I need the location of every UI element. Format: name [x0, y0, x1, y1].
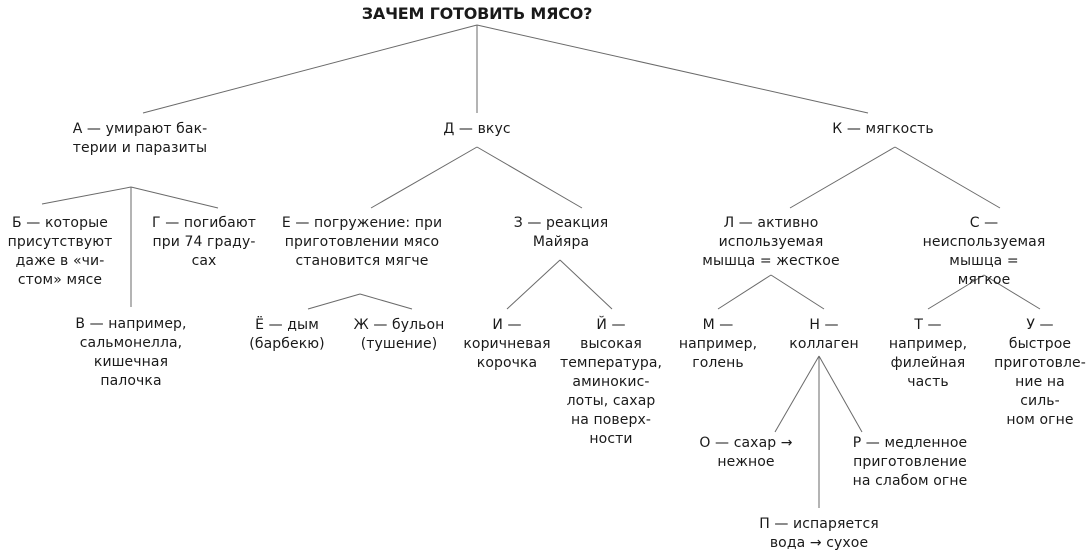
edge-n-r — [818, 355, 863, 433]
node-a: А — умирают бак- терии и паразиты — [72, 121, 208, 156]
edge-e-zh — [359, 293, 413, 310]
edge-e-yo — [307, 293, 361, 310]
edge-d-z — [476, 146, 583, 209]
node-g: Г — погибают при 74 граду- сах — [152, 215, 256, 269]
node-i: И — коричневая корочка — [463, 317, 551, 371]
edge-z-i — [506, 259, 561, 310]
node-t: Т — например, филейная часть — [888, 317, 968, 390]
edge-a-b — [41, 186, 132, 205]
node-y: Й — высокая температура, аминокис- лоты,… — [559, 317, 663, 447]
node-b: Б — которые присутствуют даже в «чи- сто… — [7, 215, 113, 288]
edge-s-u — [983, 274, 1041, 310]
edge-a-g — [130, 186, 219, 209]
edge-root-k — [476, 24, 869, 114]
node-p: П — испаряется вода → сухое — [759, 516, 879, 551]
node-l: Л — активно используемая мышца = жесткое — [702, 215, 840, 269]
node-zh: Ж — бульон (тушение) — [353, 317, 445, 352]
edge-z-y — [559, 259, 613, 310]
edge-root-a — [142, 24, 478, 114]
node-n: Н — коллаген — [789, 317, 859, 352]
edge-k-l — [789, 146, 896, 209]
node-o: О — сахар → нежное — [699, 435, 793, 470]
node-d: Д — вкус — [443, 121, 511, 137]
edge-l-n — [770, 274, 825, 310]
node-e: Е — погружение: при приготовлении мясо с… — [281, 215, 443, 269]
edge-k-s — [894, 146, 1001, 209]
node-u: У — быстрое приготовле- ние на силь- ном… — [994, 317, 1086, 428]
edge-n-o — [774, 355, 820, 433]
node-yo: Ё — дым (барбекю) — [249, 317, 325, 352]
node-s: С — неиспользуемая мышца = мягкое — [922, 215, 1046, 288]
edge-l-m — [717, 274, 772, 310]
diagram-title: ЗАЧЕМ ГОТОВИТЬ МЯСО? — [361, 4, 593, 23]
node-v: В — например, сальмонелла, кишечная пало… — [75, 316, 187, 389]
node-k: К — мягкость — [832, 121, 934, 137]
node-m: М — например, голень — [678, 317, 758, 371]
node-r: Р — медленное приготовление на слабом ог… — [852, 435, 968, 489]
edge-d-e — [370, 146, 478, 209]
node-z: З — реакция Майяра — [513, 215, 609, 250]
edge-s-t — [927, 274, 985, 310]
